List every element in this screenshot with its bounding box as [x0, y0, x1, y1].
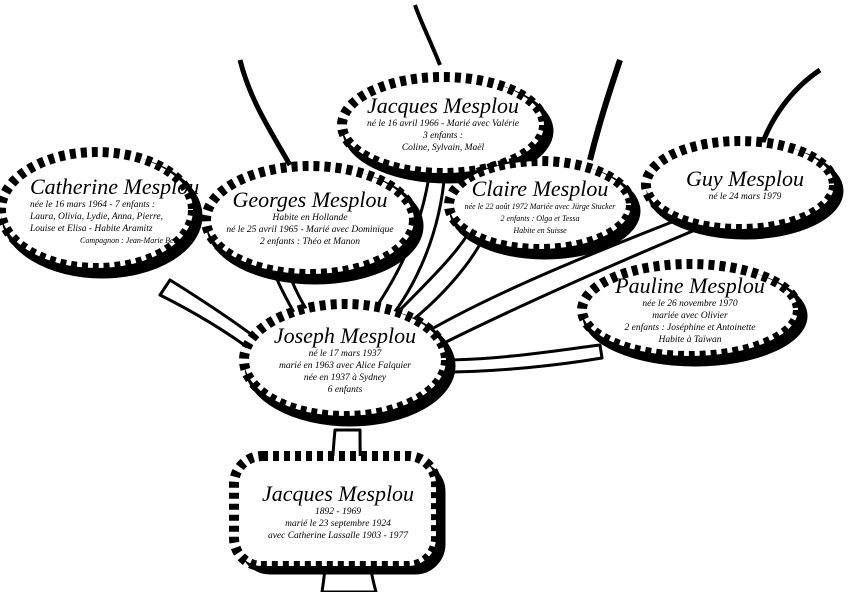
person-info: Habite en Suisse — [513, 226, 567, 235]
person-info: 3 enfants : — [422, 131, 464, 141]
person-info: Habite à Taïwan — [658, 335, 722, 345]
person-info: né le 24 mars 1979 — [708, 192, 782, 202]
person-name: Jacques Mesplou — [261, 481, 415, 506]
person-info: 2 enfants : Joséphine et Antoinette — [624, 323, 756, 333]
person-name: Jacques Mesplou — [366, 93, 520, 118]
person-claire-mesplou: Claire Mesplou née le 22 août 1972 Marié… — [452, 175, 628, 239]
person-jacques-mesplou-1892: Jacques Mesplou 1892 - 1969 marié le 23 … — [238, 462, 438, 562]
person-info: Habite en Hollande — [272, 213, 348, 223]
person-info: née le 22 août 1972 Mariée avec Jürge St… — [464, 202, 616, 211]
person-info: 2 enfants : Théo et Manon — [259, 237, 360, 247]
person-info: Louise et Elisa - Habite Aramitz — [30, 224, 153, 234]
person-pauline-mesplou: Pauline Mesplou née le 26 novembre 1970 … — [590, 268, 790, 352]
person-info: né le 17 mars 1937 — [308, 349, 382, 359]
person-info: mariée avec Olivier — [652, 311, 728, 321]
person-info: marié en 1963 avec Alice Falquier — [279, 361, 411, 371]
person-name: Georges Mesplou — [232, 187, 388, 212]
person-info: née en 1937 à Sydney — [303, 373, 387, 383]
person-info: avec Catherine Lassalle 1903 - 1977 — [267, 531, 409, 541]
person-info: Laura, Olivia, Lydie, Anna, Pierre, — [30, 212, 163, 222]
person-info: née le 26 novembre 1970 — [642, 299, 738, 309]
person-name: Catherine Mesplou — [30, 174, 200, 199]
person-guy-mesplou: Guy Mesplou né le 24 mars 1979 — [660, 165, 830, 205]
person-name: Joseph Mesplou — [273, 323, 417, 348]
person-info: Compagnon : Jean-Marie Bergez — [80, 236, 188, 245]
person-info: 2 enfants : Olga et Tessa — [500, 214, 580, 223]
person-info: né le 16 avril 1966 - Marié avec Valérie — [367, 119, 519, 129]
person-info: née le 16 mars 1964 - 7 enfants : — [30, 200, 156, 210]
person-info: 6 enfants — [327, 385, 363, 395]
leaf-clusters — [0, 72, 844, 575]
person-info: Coline, Sylvain, Maël — [401, 143, 485, 153]
person-name: Claire Mesplou — [471, 176, 609, 201]
person-info: né le 25 avril 1965 - Marié avec Dominiq… — [226, 225, 394, 235]
person-info: 1892 - 1969 — [315, 507, 361, 517]
person-jacques-mesplou-1966: Jacques Mesplou né le 16 avril 1966 - Ma… — [350, 88, 536, 160]
person-name: Pauline Mesplou — [615, 273, 765, 298]
person-catherine-mesplou: Catherine Mesplou née le 16 mars 1964 - … — [10, 170, 200, 252]
person-info: marié le 23 septembre 1924 — [285, 519, 391, 529]
person-name: Guy Mesplou — [686, 166, 804, 191]
person-joseph-mesplou: Joseph Mesplou né le 17 mars 1937 marié … — [250, 312, 440, 408]
person-georges-mesplou: Georges Mesplou Habite en Hollande né le… — [215, 180, 405, 256]
